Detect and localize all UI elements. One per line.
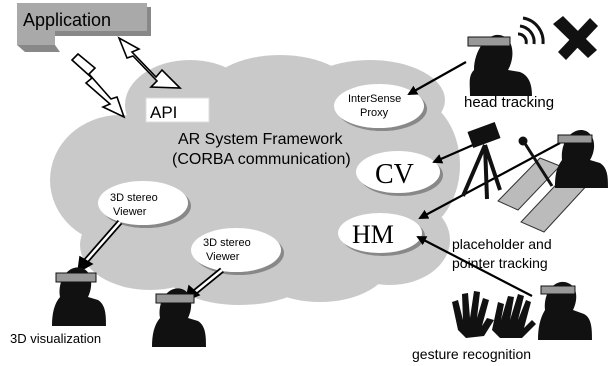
- viewer2-label-line2: Viewer: [206, 251, 240, 263]
- pointer-stick-icon: [518, 136, 554, 187]
- viewer2-label-line1: 3D stereo: [203, 237, 251, 249]
- gesture-caption: gesture recognition: [412, 346, 531, 362]
- stereo-viewer-2-node: 3D stereo Viewer: [191, 228, 281, 272]
- framework-title: AR System Framework: [178, 131, 343, 148]
- signal-waves-icon: [517, 16, 545, 45]
- framework-subtitle: (CORBA communication): [172, 151, 351, 168]
- visualization-user-figure-1: [52, 267, 106, 326]
- application-box: Application: [17, 3, 151, 52]
- viewer1-label-line2: Viewer: [113, 206, 147, 218]
- placeholder-user-figure: [555, 129, 608, 188]
- gesture-hands-icon: [452, 291, 536, 338]
- cv-node: CV: [356, 151, 440, 193]
- application-label: Application: [23, 10, 111, 30]
- application-api-arrows: [70, 36, 183, 119]
- hm-node: HM: [338, 213, 422, 253]
- visualization-caption: 3D visualization: [10, 331, 101, 346]
- head-tracking-caption: head tracking: [464, 94, 554, 111]
- sensor-input-arrows: [407, 61, 561, 297]
- cv-label: CV: [375, 159, 414, 190]
- intersense-label-line1: InterSense: [348, 93, 401, 105]
- api-label: API: [150, 103, 177, 122]
- placeholder-caption-line1: placeholder and: [452, 236, 552, 252]
- satellite-icon: [553, 16, 598, 60]
- stereo-viewer-1-node: 3D stereo Viewer: [98, 181, 188, 225]
- visualization-user-figure-2: [152, 288, 206, 347]
- placeholder-caption-line2: pointer tracking: [452, 255, 548, 271]
- hm-label: HM: [352, 220, 394, 249]
- head-tracking-user-figure: [467, 34, 532, 96]
- api-box: API: [145, 97, 210, 123]
- intersense-label-line2: Proxy: [360, 107, 389, 119]
- camera-tripod-icon: [461, 122, 502, 200]
- gesture-user-figure: [538, 281, 592, 340]
- viewer1-label-line1: 3D stereo: [110, 192, 158, 204]
- intersense-proxy-node: InterSense Proxy: [334, 84, 424, 128]
